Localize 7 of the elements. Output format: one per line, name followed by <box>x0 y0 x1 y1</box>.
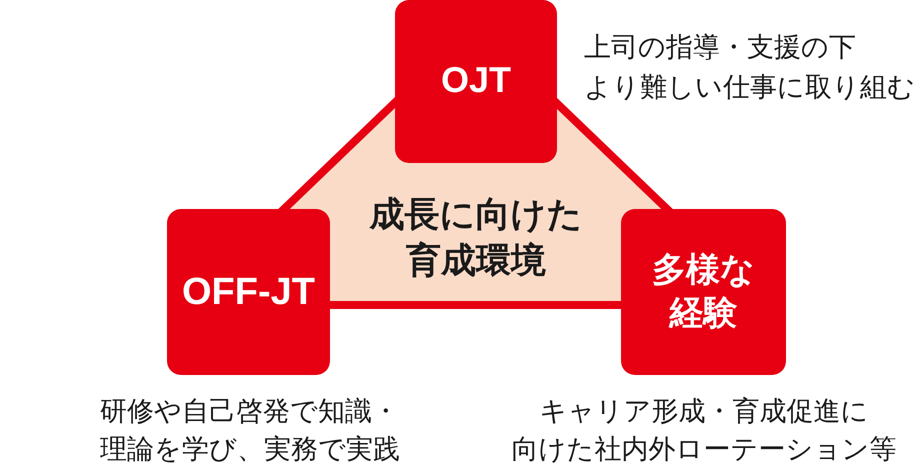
box-label: OFF-JT <box>182 270 315 314</box>
center-label: 成長に向けた育成環境 <box>368 194 584 283</box>
note-text: キャリア形成・育成促進に向けた社内外ローテーション等 <box>510 395 898 465</box>
box-label: 多様な経験 <box>651 250 756 334</box>
box-label: OJT <box>440 58 511 102</box>
note-text: 上司の指導・支援の下より難しい仕事に取り組む <box>584 31 916 105</box>
note-text: 研修や自己啓発で知識・理論を学び、実務で実践 <box>100 395 401 465</box>
